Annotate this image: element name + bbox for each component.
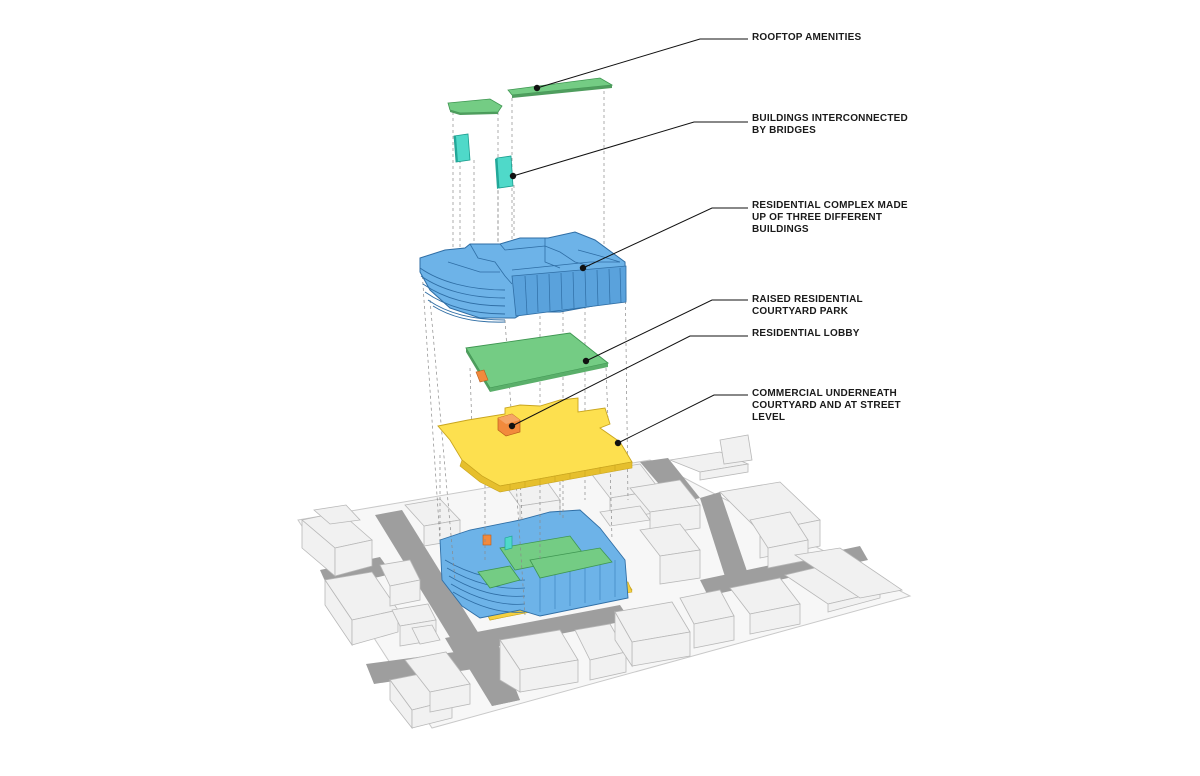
street-south [445,605,630,655]
street-sw-diagonal [470,644,520,706]
label-line: RESIDENTIAL LOBBY [752,328,860,339]
label-bridges: BUILDINGS INTERCONNECTED BY BRIDGES [752,113,908,137]
residential-complex-layer [419,231,627,323]
label-commercial: COMMERCIAL UNDERNEATH COURTYARD AND AT S… [752,388,901,424]
label-residential-complex: RESIDENTIAL COMPLEX MADE UP OF THREE DIF… [752,200,908,236]
leader-commercial [617,394,748,444]
leader-lines [511,38,748,444]
leader-dots [508,84,622,447]
label-residential-lobby: RESIDENTIAL LOBBY [752,328,860,340]
label-courtyard-park: RAISED RESIDENTIAL COURTYARD PARK [752,294,863,318]
rooftop-amenities-layer [447,77,614,115]
label-line: BUILDINGS INTERCONNECTED [752,113,908,124]
street-east [700,492,750,586]
leader-rooftop [536,38,748,89]
label-line: BUILDINGS [752,224,809,235]
commercial-layer [437,397,633,493]
label-line: ROOFTOP AMENITIES [752,32,862,43]
leader-lobby [511,335,748,427]
bridges-layer [453,133,514,189]
label-line: RESIDENTIAL COMPLEX MADE [752,200,908,211]
label-line: COMMERCIAL UNDERNEATH [752,388,897,399]
label-line: RAISED RESIDENTIAL [752,294,863,305]
site-context [297,434,912,730]
label-line: BY BRIDGES [752,125,817,136]
leader-bridges [512,121,748,177]
courtyard-park-layer [465,332,610,392]
label-line: COURTYARD AND AT STREET [752,400,901,411]
label-line: COURTYARD PARK [752,306,849,317]
label-line: UP OF THREE DIFFERENT [752,212,883,223]
label-line: LEVEL [752,412,786,423]
leader-complex [582,207,748,269]
leader-park [585,299,748,362]
label-rooftop-amenities: ROOFTOP AMENITIES [752,32,861,44]
